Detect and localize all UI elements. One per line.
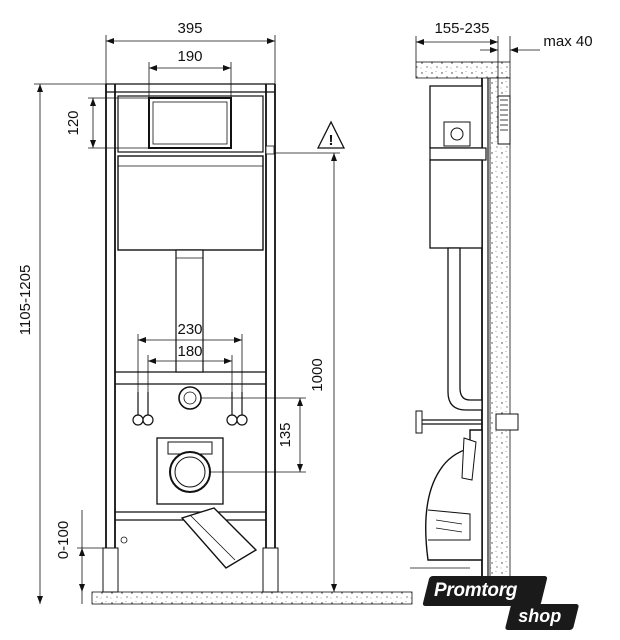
logo-top: Promtorg — [422, 576, 548, 606]
mounting-bolts — [132, 392, 248, 426]
dim-wall-depth: 155-235 — [434, 20, 489, 37]
dimension-lines — [34, 35, 340, 604]
ceiling-slab — [415, 61, 511, 79]
dim-foot-adjust: 0-100 — [55, 521, 72, 559]
dim-outlet-height: 1000 — [309, 358, 326, 391]
flush-plate — [148, 97, 232, 149]
cistern-side — [429, 159, 483, 249]
dim-frame-width: 395 — [177, 20, 202, 37]
cistern — [117, 155, 264, 251]
drain-bend — [180, 507, 258, 569]
promtorg-logo: Promtorg shop — [422, 576, 580, 630]
warning-label: ! — [329, 132, 334, 149]
dim-total-height: 1105-1205 — [17, 265, 34, 336]
logo-bottom: shop — [504, 604, 580, 630]
logo-line1: Promtorg — [434, 580, 518, 601]
warning-icon: ! — [316, 120, 346, 149]
wall — [489, 77, 511, 599]
logo-line2: shop — [518, 606, 562, 626]
dim-plate-height: 120 — [65, 110, 82, 135]
front-view: ! 395 190 120 1105-1205 1000 230 180 135… — [17, 20, 413, 605]
floor-slab — [91, 591, 413, 605]
dim-bolt-outer: 230 — [177, 321, 202, 338]
level-mark — [265, 145, 275, 155]
flush-outlet — [178, 386, 202, 410]
dim-outlet-offset: 135 — [277, 422, 294, 447]
flush-pipe-side — [447, 247, 483, 411]
flush-pipe — [175, 249, 204, 373]
dim-max-offset: max 40 — [543, 33, 592, 50]
drain-outlet — [169, 451, 211, 493]
dim-bolt-inner: 180 — [177, 343, 202, 360]
side-view: 155-235 max 40 — [410, 20, 593, 605]
wall-anchor — [495, 413, 519, 431]
dim-plate-width: 190 — [177, 48, 202, 65]
side-dimension-lines — [415, 36, 540, 96]
